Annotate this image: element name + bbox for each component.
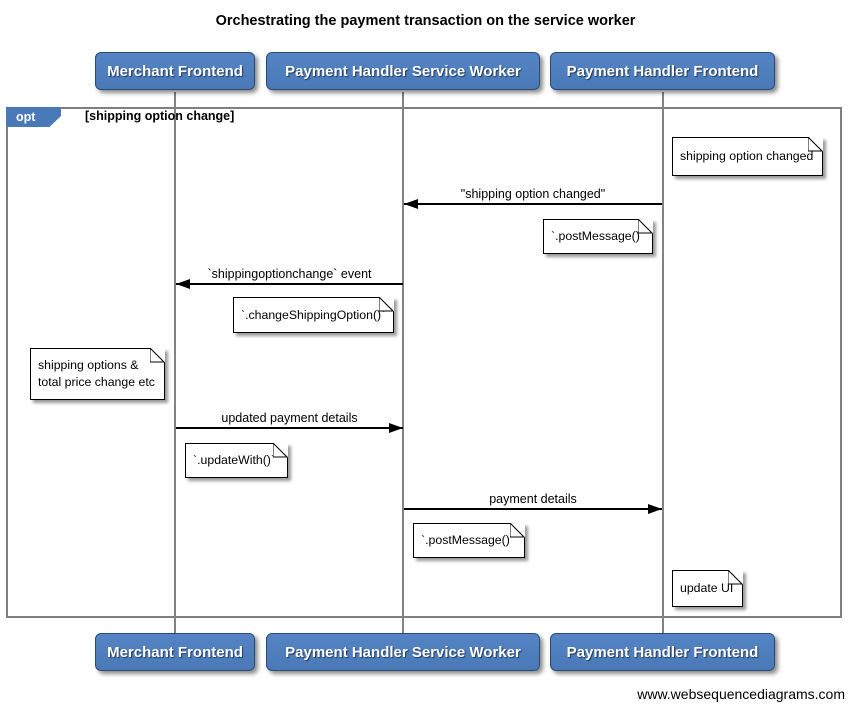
note-changeshippingoption: `.changeShippingOption()`: [233, 297, 394, 333]
lifeline-merchant-frontend: [174, 92, 176, 633]
actor-payment-handler-frontend-bottom: Payment Handler Frontend: [550, 633, 775, 671]
actor-label: Payment Handler Service Worker: [285, 643, 521, 661]
note-shipping-option-changed: shipping option changed: [672, 137, 823, 176]
lifeline-payment-handler-frontend: [662, 92, 664, 633]
message-label-updated-payment-details: updated payment details: [221, 411, 358, 425]
note-shipping-options-total-price: shipping options & total price change et…: [30, 348, 165, 400]
opt-guard-condition: [shipping option change]: [85, 109, 235, 123]
actor-label: Payment Handler Service Worker: [285, 62, 521, 80]
note-text: `.postMessage()`: [551, 229, 644, 244]
note-updatewith: `.updateWith()`: [185, 443, 288, 478]
actor-payment-handler-service-worker-top: Payment Handler Service Worker: [266, 52, 540, 90]
note-update-ui: update UI: [672, 570, 743, 607]
message-arrow-updated-payment-details: [176, 427, 403, 429]
note-fold-icon: [150, 348, 165, 363]
note-postmessage-1: `.postMessage()`: [543, 219, 653, 254]
arrowhead-left-icon: [176, 279, 190, 289]
note-text: shipping options & total price change et…: [38, 358, 155, 389]
note-fold-icon: [510, 523, 525, 538]
lifeline-payment-handler-service-worker: [402, 92, 404, 633]
message-arrow-payment-details: [404, 508, 662, 510]
actor-label: Merchant Frontend: [107, 643, 243, 661]
note-text: `.postMessage()`: [421, 533, 514, 548]
message-arrow-shipping-option-changed: [404, 203, 662, 205]
actor-label: Payment Handler Frontend: [566, 62, 759, 80]
note-text: shipping option changed: [680, 149, 814, 164]
actor-payment-handler-frontend-top: Payment Handler Frontend: [550, 52, 775, 90]
actor-label: Merchant Frontend: [107, 62, 243, 80]
message-label-shipping-option-changed: "shipping option changed": [460, 187, 606, 201]
note-text: update UI: [680, 581, 734, 596]
message-label-shippingoptionchange-event: `shippingoptionchange` event: [207, 267, 372, 281]
message-label-payment-details: payment details: [489, 492, 577, 506]
arrowhead-right-icon: [648, 504, 662, 514]
note-postmessage-2: `.postMessage()`: [413, 523, 525, 558]
note-fold-icon: [638, 219, 653, 234]
note-fold-icon: [808, 137, 823, 152]
diagram-title: Orchestrating the payment transaction on…: [215, 13, 636, 29]
note-fold-icon: [273, 443, 288, 458]
opt-fragment-frame: [6, 107, 842, 618]
note-fold-icon: [728, 570, 743, 585]
note-text: `.changeShippingOption()`: [241, 307, 386, 322]
note-fold-icon: [379, 297, 394, 312]
actor-label: Payment Handler Frontend: [566, 643, 759, 661]
message-arrow-shippingoptionchange-event: [176, 283, 403, 285]
actor-merchant-frontend-top: Merchant Frontend: [95, 52, 255, 90]
arrowhead-right-icon: [389, 423, 403, 433]
actor-payment-handler-service-worker-bottom: Payment Handler Service Worker: [266, 633, 540, 671]
websequencediagrams-watermark: www.websequencediagrams.com: [637, 686, 845, 702]
note-text: `.updateWith()`: [193, 453, 276, 468]
arrowhead-left-icon: [404, 199, 418, 209]
actor-merchant-frontend-bottom: Merchant Frontend: [95, 633, 255, 671]
opt-operator-tab: opt: [6, 107, 61, 127]
